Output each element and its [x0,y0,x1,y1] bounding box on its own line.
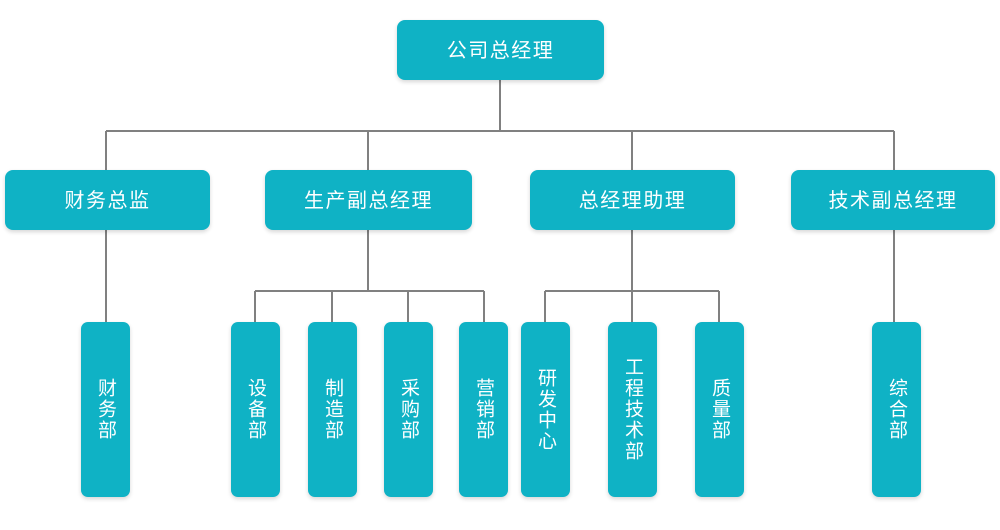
org-node-label: 财务总监 [64,188,151,212]
org-node-label: 财务部 [95,378,118,441]
org-node-label: 公司总经理 [446,38,555,62]
org-node[interactable]: 采购部 [384,322,433,497]
org-node[interactable]: 财务总监 [5,170,210,230]
org-node-label: 综合部 [886,378,909,441]
org-node[interactable]: 营销部 [459,322,508,497]
org-node[interactable]: 公司总经理 [397,20,604,80]
org-node-label: 技术副总经理 [828,188,958,212]
org-node[interactable]: 质量部 [695,322,744,497]
org-node-label: 质量部 [709,378,732,441]
org-node-label: 研发中心 [535,367,558,452]
org-node[interactable]: 工程技术部 [608,322,657,497]
org-node-label: 总经理助理 [578,188,687,212]
org-node-label: 采购部 [398,378,421,441]
org-node[interactable]: 总经理助理 [530,170,735,230]
org-node[interactable]: 设备部 [231,322,280,497]
org-node[interactable]: 财务部 [81,322,130,497]
org-node[interactable]: 生产副总经理 [265,170,472,230]
org-node-label: 生产副总经理 [304,188,433,212]
org-node-label: 工程技术部 [622,357,645,462]
org-node[interactable]: 制造部 [308,322,357,497]
org-node-label: 设备部 [245,378,268,441]
org-node[interactable]: 技术副总经理 [791,170,995,230]
org-node[interactable]: 综合部 [872,322,921,497]
org-node-label: 制造部 [322,378,345,441]
org-node-label: 营销部 [473,378,496,441]
org-node[interactable]: 研发中心 [521,322,570,497]
